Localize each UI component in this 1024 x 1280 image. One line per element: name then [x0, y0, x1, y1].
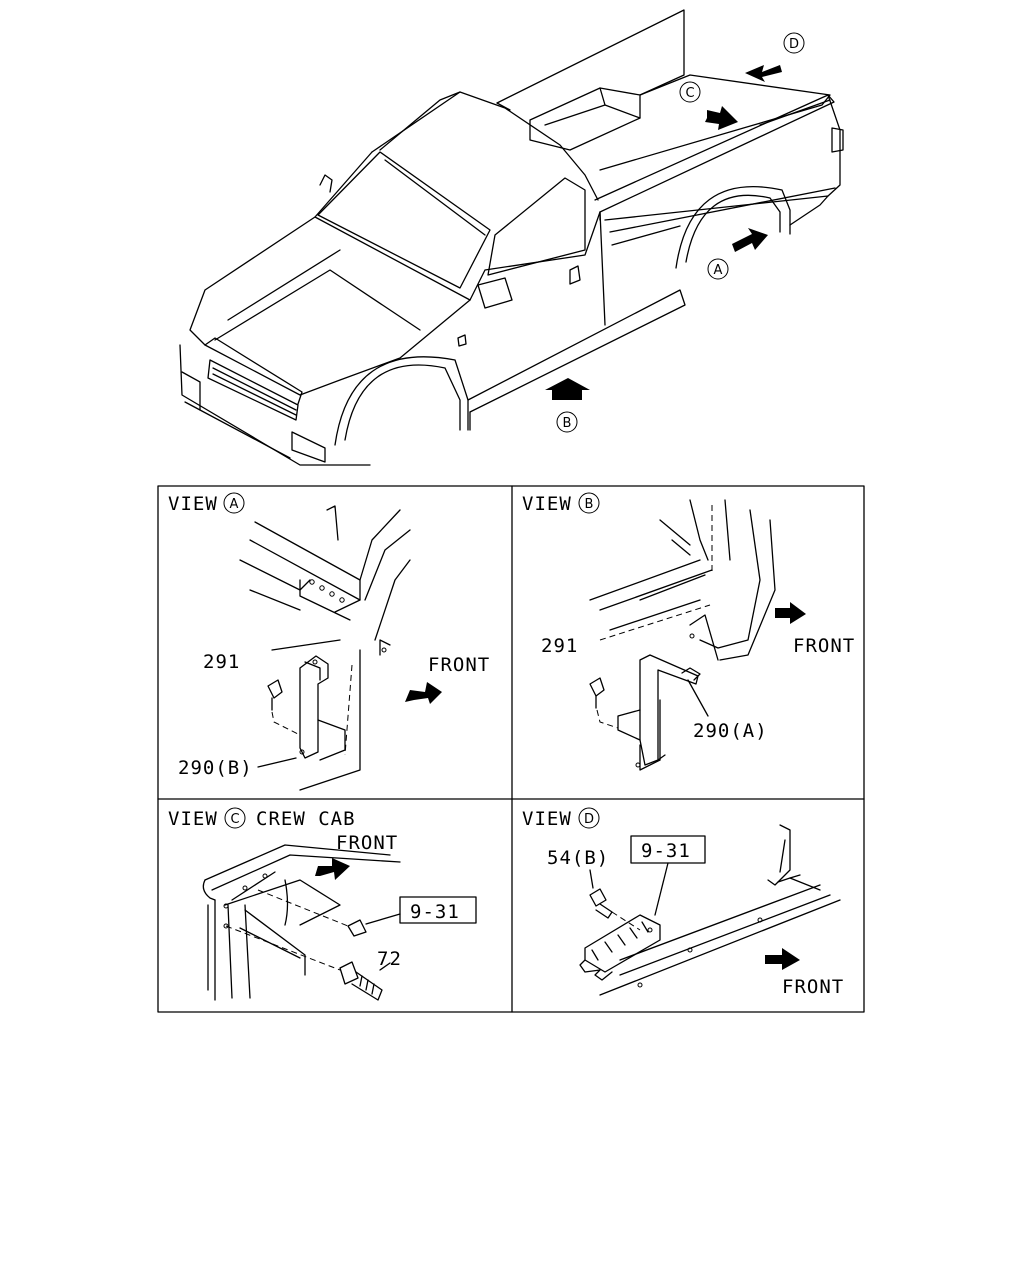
view-c-crew-cab: CREW CAB: [256, 808, 356, 830]
view-d: VIEW D 9-31 54(B) FRONT: [522, 807, 844, 998]
marker-a-label: A: [714, 263, 723, 278]
view-a: VIEW A 291 290(B): [168, 492, 490, 791]
view-b-front-arrow: [775, 602, 806, 624]
view-b-part-290a: 290(A): [693, 720, 768, 742]
view-c-front-label: FRONT: [336, 832, 398, 854]
view-c-front-arrow: [315, 858, 350, 880]
view-c-letter: C: [230, 812, 239, 827]
view-b-letter: B: [585, 497, 594, 512]
view-a-part-291: 291: [203, 651, 240, 673]
view-b-part-291: 291: [541, 635, 578, 657]
marker-c: C: [679, 81, 738, 130]
view-d-title: VIEW: [522, 808, 572, 830]
view-a-front-arrow: [405, 682, 442, 704]
marker-d-label: D: [789, 37, 799, 52]
view-d-part-54b: 54(B): [547, 847, 609, 869]
truck-overview: [179, 9, 844, 466]
view-b-front-label: FRONT: [793, 635, 855, 657]
marker-b-label: B: [563, 416, 572, 431]
view-d-ref-931: 9-31: [641, 840, 691, 862]
view-a-title: VIEW: [168, 493, 218, 515]
view-d-letter: D: [584, 812, 594, 827]
view-c: VIEW C CREW CAB 9-31 72: [168, 807, 477, 1001]
view-d-front-label: FRONT: [782, 976, 844, 998]
view-grid: [157, 485, 865, 1013]
view-c-ref-931: 9-31: [410, 901, 460, 923]
view-a-part-290b: 290(B): [178, 757, 253, 779]
marker-a: A: [707, 228, 768, 280]
marker-d: D: [745, 32, 805, 82]
view-b: VIEW B 291 290(A) FRO: [522, 492, 855, 771]
view-c-title: VIEW: [168, 808, 218, 830]
view-a-letter: A: [230, 497, 239, 512]
view-c-part-72: 72: [377, 948, 402, 970]
overview-markers: A B C D: [545, 32, 805, 433]
view-d-front-arrow: [765, 948, 800, 970]
view-a-front-label: FRONT: [428, 654, 490, 676]
marker-b: B: [545, 378, 590, 433]
marker-c-label: C: [685, 86, 694, 101]
view-b-title: VIEW: [522, 493, 572, 515]
